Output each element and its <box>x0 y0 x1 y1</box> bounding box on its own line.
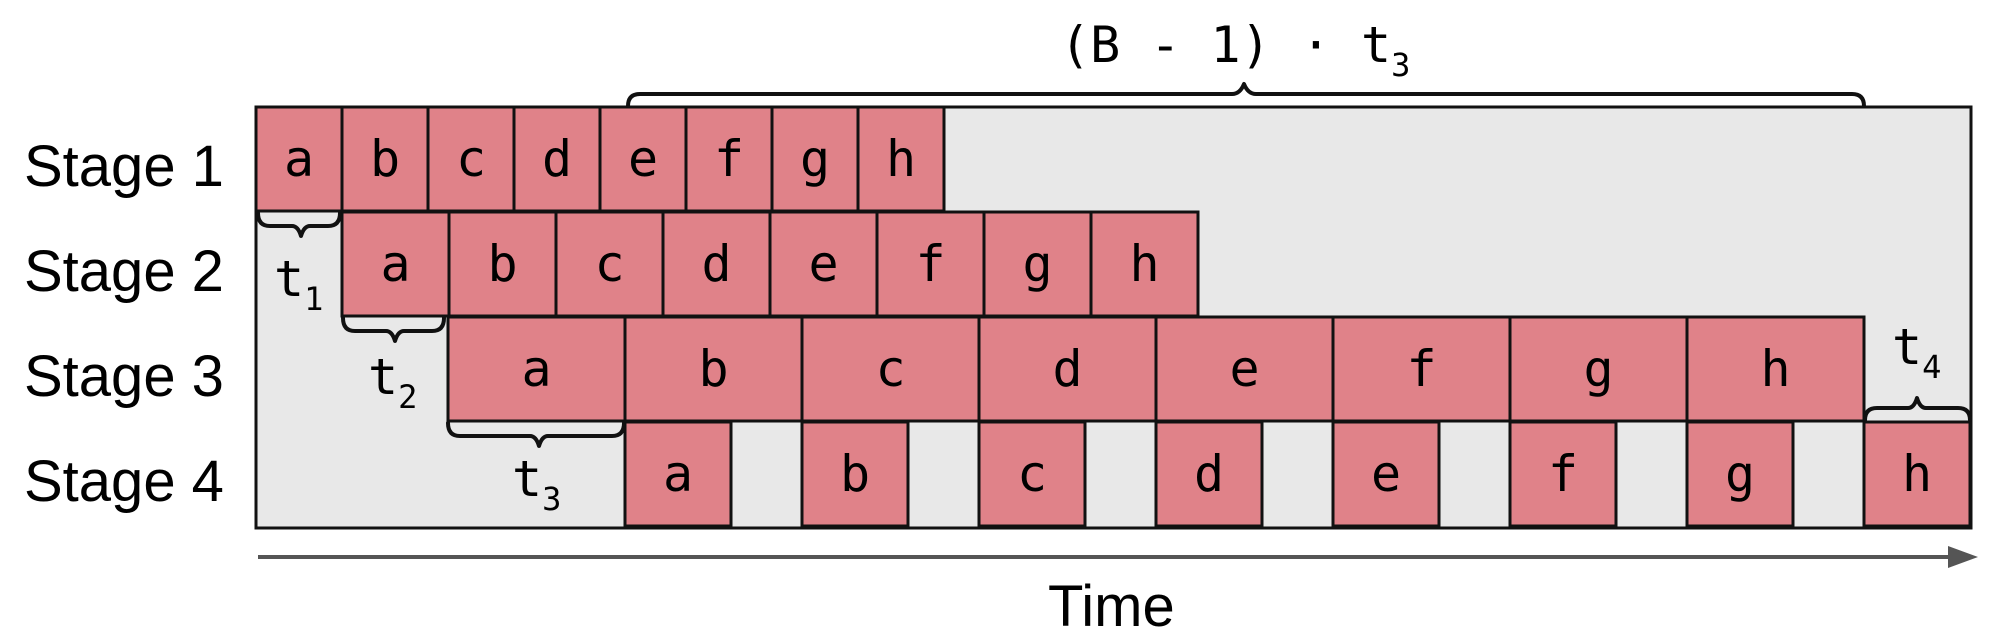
t4-brace <box>1863 396 1972 422</box>
t2-label: t2 <box>368 348 417 416</box>
stage-1-block-f-label: f <box>714 130 744 188</box>
stage-4-block-f <box>1508 420 1618 528</box>
t3-label: t3 <box>512 450 561 518</box>
stage-4-block-a-label: a <box>663 445 693 503</box>
stage-3-block-d-label: d <box>1052 340 1082 398</box>
t4-label: t4 <box>1892 318 1941 386</box>
top-annotation: (B - 1) · t3 <box>1060 16 1410 84</box>
stage-1-label: Stage 1 <box>24 134 224 199</box>
stage-2-block-c-label: c <box>594 235 624 293</box>
stage-2-block-d-label: d <box>701 235 731 293</box>
time-axis-label: Time <box>1048 574 1175 639</box>
stage-1-block-b-label: b <box>370 130 400 188</box>
stage-1-block-a <box>254 105 344 213</box>
stage-4-block-e <box>1331 420 1441 528</box>
stage-4-block-b-label: b <box>840 445 870 503</box>
stage-4-block-h <box>1862 420 1972 528</box>
stage-4-block-c-label: c <box>1017 445 1047 503</box>
stage-4-block-h-label: h <box>1902 445 1932 503</box>
stage-4-block-g <box>1685 420 1795 528</box>
stage-2-block-h <box>1089 210 1200 318</box>
stage-3-block-c-label: c <box>875 340 905 398</box>
stage-2-block-f-label: f <box>915 235 945 293</box>
stage-3-block-h-label: h <box>1760 340 1790 398</box>
stage-2-block-e-label: e <box>808 235 838 293</box>
stage-3-block-b-label: b <box>698 340 728 398</box>
top-brace <box>626 82 1866 108</box>
stage-4-block-b <box>800 420 910 528</box>
stage-2-block-a-label: a <box>380 235 410 293</box>
stage-2-block-h-label: h <box>1129 235 1159 293</box>
stage-4-block-g-label: g <box>1725 445 1755 503</box>
stage-1-block-a-label: a <box>284 130 314 188</box>
stage-2-block-g <box>982 210 1093 318</box>
stage-4-block-d-label: d <box>1194 445 1224 503</box>
t2-brace <box>341 316 446 343</box>
braces <box>256 82 1972 448</box>
stage-4-block-f-label: f <box>1548 445 1578 503</box>
stage-3-block-e-label: e <box>1229 340 1259 398</box>
stage-4-block-c <box>977 420 1087 528</box>
stage-4-block-e-label: e <box>1371 445 1401 503</box>
stage-2-block-g-label: g <box>1022 235 1052 293</box>
stage-3-label: Stage 3 <box>24 344 224 409</box>
stage-3-block-a-label: a <box>521 340 551 398</box>
stage-3-block-f-label: f <box>1406 340 1436 398</box>
stage-1-block-g <box>770 105 860 213</box>
stage-2-block-e <box>768 210 879 318</box>
stage-3-block-g-label: g <box>1583 340 1613 398</box>
stage-1-block-b <box>340 105 430 213</box>
stage-4-label: Stage 4 <box>24 449 224 514</box>
stage-4-block-d <box>1154 420 1264 528</box>
time-arrow-head <box>1948 546 1978 568</box>
stage-1-block-d-label: d <box>542 130 572 188</box>
stage-1-block-g-label: g <box>800 130 830 188</box>
t1-brace <box>256 211 342 238</box>
stage-2-block-c <box>554 210 665 318</box>
t1-label: t1 <box>274 250 323 318</box>
stage-1-block-c-label: c <box>456 130 486 188</box>
stage-1-block-e-label: e <box>628 130 658 188</box>
stage-4-block-a <box>623 420 733 528</box>
stage-3-block-f <box>1331 315 1512 423</box>
stage-1-block-h-label: h <box>886 130 916 188</box>
stage-2-block-d <box>661 210 772 318</box>
stage-2-block-b-label: b <box>487 235 517 293</box>
stage-2-block-a <box>340 210 451 318</box>
stage-3-block-h <box>1685 315 1866 423</box>
t3-brace <box>446 421 626 448</box>
stage-3-block-a <box>446 315 627 423</box>
stage-2-label: Stage 2 <box>24 239 224 304</box>
